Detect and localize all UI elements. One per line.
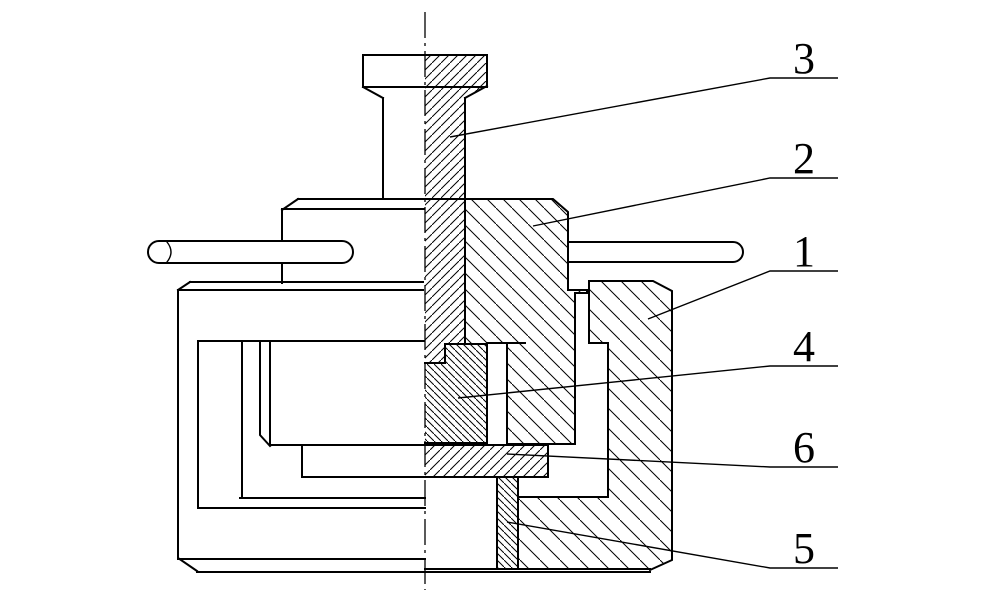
handle-ball-seam [166,241,172,263]
housing-right-outline [196,280,673,573]
sleeve-outline [496,477,519,569]
callout-label-5: 5 [793,524,815,573]
callout-label-1: 1 [793,227,815,276]
screw-section-hatch [425,55,487,363]
sleeve-section-hatch [497,478,518,568]
callout-label-6: 6 [793,423,815,472]
callout-leader-3 [449,77,838,138]
callout-layer: 3 2 1 4 6 5 [449,34,838,573]
handle-rods [147,240,744,264]
callout-leader-1 [647,270,838,320]
callout-leader-6 [506,453,838,468]
gland-section-hatch [466,199,587,444]
callout-leader-2 [532,177,838,227]
bushing-outline [424,343,488,444]
callout-leader-5 [506,521,838,569]
bushing-section-hatch [425,344,487,443]
housing-left-outline [176,280,426,573]
section-hatching [425,55,672,570]
callout-leader-4 [457,365,838,399]
callout-label-4: 4 [793,322,815,371]
callout-label-3: 3 [793,34,815,83]
washer-section-hatch [425,445,548,477]
handle-rod-right [567,241,744,263]
handle-rod-left [147,240,354,264]
callout-label-2: 2 [793,134,815,183]
washer-outline [269,444,549,478]
